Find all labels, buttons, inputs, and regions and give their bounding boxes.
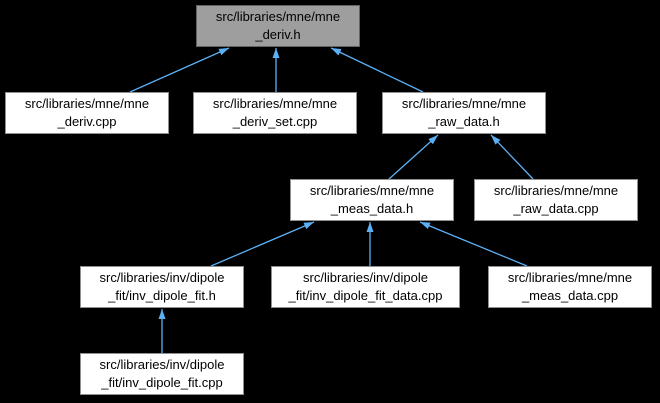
node-src-libraries-inv-dipole-fit-inv-dipole-fit-cpp[interactable]: src/libraries/inv/dipole _fit/inv_dipole… — [80, 353, 244, 395]
node-label-line2: _fit/inv_dipole_fit.h — [108, 288, 216, 303]
edge-mne-deriv-cpp-to-mne-deriv-h — [129, 47, 230, 93]
node-label-line1: src/libraries/inv/dipole — [303, 270, 428, 285]
node-src-libraries-mne-mne-deriv-set-cpp[interactable]: src/libraries/mne/mne _deriv_set.cpp — [193, 92, 357, 134]
node-label-line1: src/libraries/mne/mne — [309, 183, 435, 198]
node-label-line2: _raw_data.h — [428, 114, 500, 129]
node-label-line2: _deriv.h — [255, 27, 301, 42]
edge-mne-meas-data-h-to-mne-raw-data-h — [388, 134, 439, 180]
node-label-line1: src/libraries/mne/mne — [215, 9, 341, 24]
edge-mne-meas-data-cpp-to-mne-meas-data-h — [419, 221, 528, 267]
node-src-libraries-mne-mne-deriv-cpp[interactable]: src/libraries/mne/mne _deriv.cpp — [5, 92, 169, 134]
edge-mne-raw-data-h-to-mne-deriv-h — [330, 47, 424, 93]
node-label-line2: _fit/inv_dipole_fit.cpp — [101, 375, 223, 390]
edge-inv-dipole-fit-h-to-mne-meas-data-h — [210, 221, 315, 267]
node-label-line1: src/libraries/mne/mne — [212, 96, 338, 111]
node-src-libraries-inv-dipole-fit-inv-dipole-fit-data-cpp[interactable]: src/libraries/inv/dipole _fit/inv_dipole… — [271, 266, 460, 308]
edge-mne-raw-data-cpp-to-mne-raw-data-h — [490, 134, 534, 180]
node-label-line2: _meas_data.cpp — [521, 288, 619, 303]
node-src-libraries-mne-mne-raw-data-cpp[interactable]: src/libraries/mne/mne _raw_data.cpp — [474, 179, 638, 221]
node-label-line1: src/libraries/mne/mne — [24, 96, 150, 111]
node-src-libraries-inv-dipole-fit-inv-dipole-fit-h[interactable]: src/libraries/inv/dipole _fit/inv_dipole… — [80, 266, 244, 308]
node-label-line2: _fit/inv_dipole_fit_data.cpp — [288, 288, 443, 303]
node-label-line2: _deriv_set.cpp — [232, 114, 318, 129]
node-src-libraries-mne-mne-deriv-h: src/libraries/mne/mne _deriv.h — [196, 5, 360, 47]
node-label-line1: src/libraries/mne/mne — [401, 96, 527, 111]
node-label-line1: src/libraries/inv/dipole — [99, 270, 225, 285]
node-label-line1: src/libraries/mne/mne — [507, 270, 633, 285]
node-label-line1: src/libraries/mne/mne — [493, 183, 619, 198]
node-label-line2: _raw_data.cpp — [513, 201, 599, 216]
node-label-line2: _meas_data.h — [330, 201, 414, 216]
node-label-line2: _deriv.cpp — [57, 114, 117, 129]
node-src-libraries-mne-mne-raw-data-h[interactable]: src/libraries/mne/mne _raw_data.h — [382, 92, 546, 134]
node-src-libraries-mne-mne-meas-data-cpp[interactable]: src/libraries/mne/mne _meas_data.cpp — [488, 266, 652, 308]
node-src-libraries-mne-mne-meas-data-h[interactable]: src/libraries/mne/mne _meas_data.h — [290, 179, 454, 221]
node-label-line1: src/libraries/inv/dipole — [99, 357, 225, 372]
